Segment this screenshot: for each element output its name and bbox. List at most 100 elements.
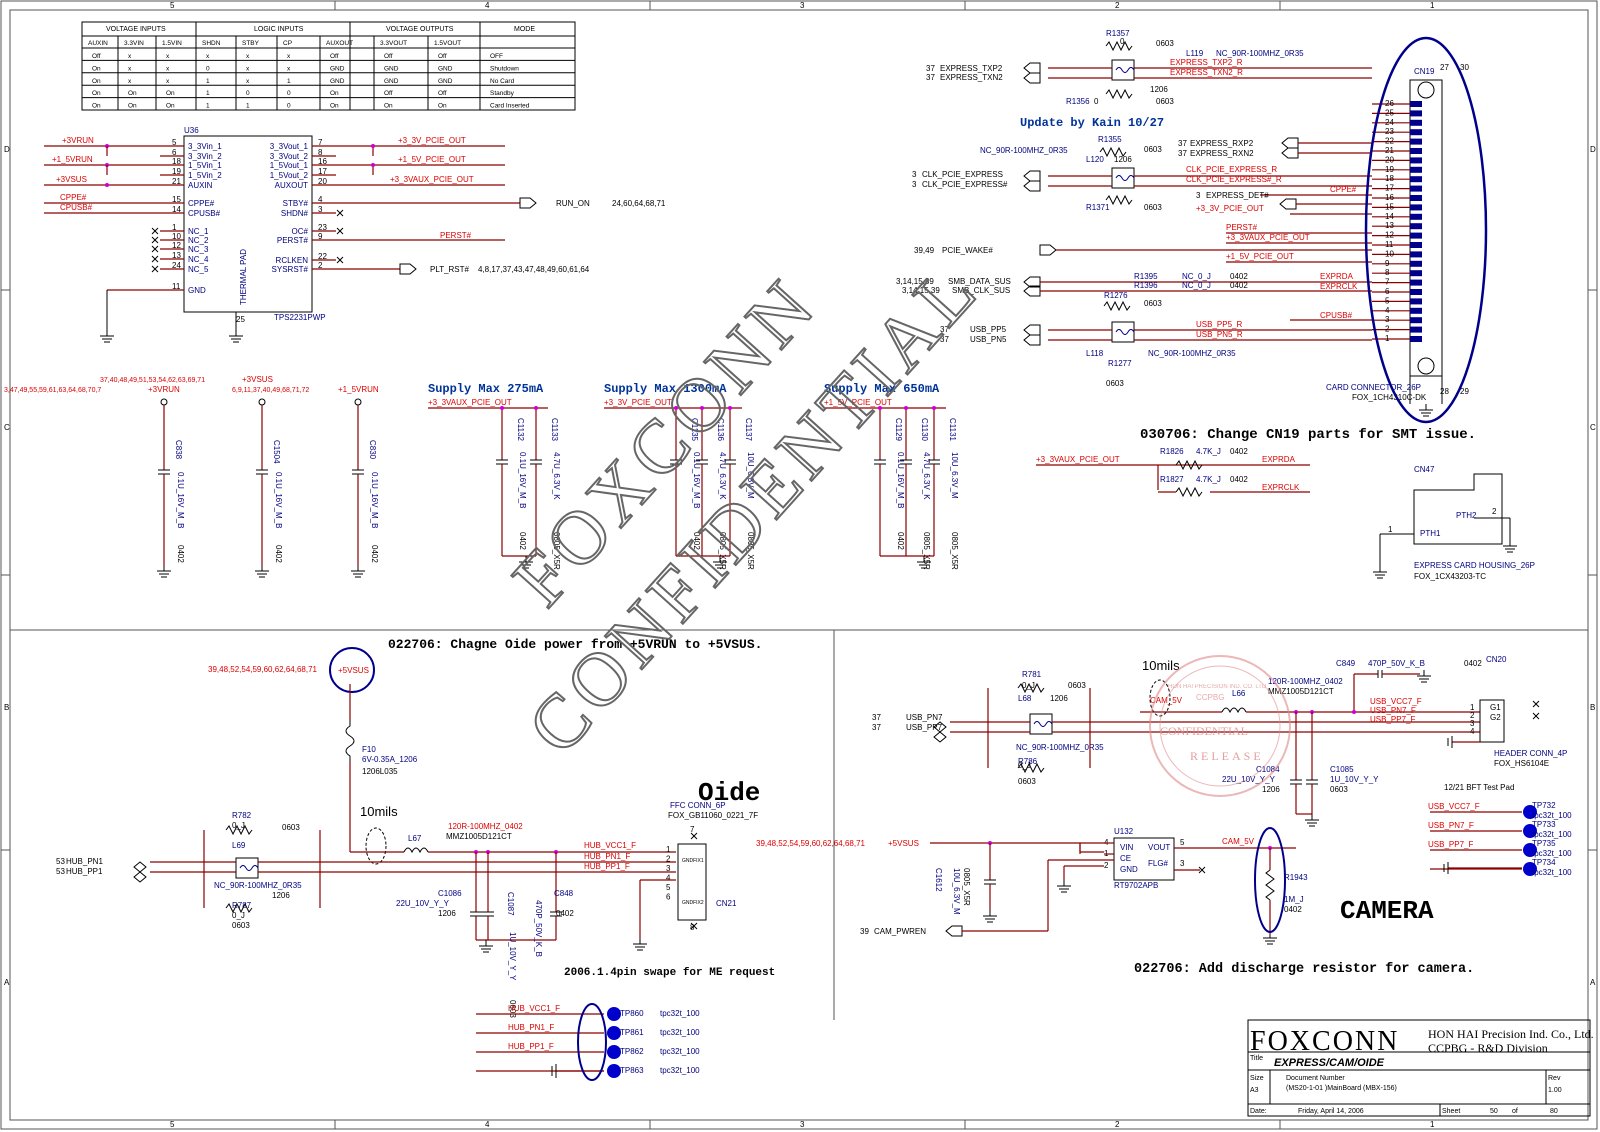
net-port [1023, 334, 1041, 346]
column-header: STBY [242, 40, 260, 47]
pin-number: 3 [1385, 315, 1390, 324]
date-label: Date: [1250, 1108, 1267, 1115]
net-label: EXPRDA [1262, 455, 1296, 464]
gndfix: GNDFIX1 [682, 858, 704, 864]
net-label: +3_3V_PCIE_OUT [1196, 204, 1264, 213]
r1395-ref: R1395 [1134, 272, 1158, 281]
group-header: VOLTAGE INPUTS [106, 26, 166, 33]
tp-ref: TP734 [1532, 858, 1556, 867]
pin-name: NC_1 [188, 227, 209, 236]
table-cell: 1 [287, 78, 291, 85]
row-label: A [1590, 978, 1596, 987]
r-package: 0402 [1230, 447, 1248, 456]
r-package: 0603 [232, 921, 250, 930]
table-cell: x [246, 65, 250, 72]
junction-dot [932, 406, 936, 410]
column-label: 5 [170, 1, 175, 10]
net-port [519, 197, 537, 209]
pth1: PTH1 [1420, 529, 1441, 538]
net-ref: 3 [912, 180, 917, 189]
highlight-ellipse [1364, 36, 1488, 424]
table-cell: On [92, 78, 101, 85]
stamp-text: RELEASE [1190, 749, 1264, 763]
cap-ref: C1132 [516, 418, 525, 442]
r-package: 0603 [1156, 39, 1174, 48]
pin-number: 6 [1385, 287, 1390, 296]
r1943-ref: R1943 [1284, 873, 1308, 882]
ffc-part: FFC CONN_6P [670, 801, 726, 810]
pin-number: 4 [1385, 306, 1390, 315]
cn19-pin [1410, 232, 1422, 239]
nc-mark [151, 265, 159, 273]
cap-value: 10U_6.3V_M [746, 452, 755, 499]
l68-package: 1206 [1050, 694, 1068, 703]
row-label: C [1590, 423, 1596, 432]
pin-number: 8 [690, 923, 695, 932]
r-value: 0 [1120, 37, 1125, 46]
supply-title: Supply Max 1300mA [604, 382, 727, 396]
c1087-ref: C1087 [506, 892, 515, 916]
cap-value: 4.7U_6.3V_K [922, 452, 931, 500]
nc-mark [690, 922, 698, 930]
net-label: CLK_PCIE_EXPRESS# [922, 180, 1008, 189]
net-label: USB_PP7 [906, 723, 943, 732]
l66-value: 120R-100MHZ_0402 [1268, 677, 1343, 686]
cap-ref: C830 [368, 440, 377, 460]
sheet-label: Sheet [1442, 1108, 1460, 1115]
l119-value: NC_90R-100MHZ_0R35 [1216, 49, 1304, 58]
pin-number: 2 [1385, 325, 1390, 334]
net-label: +5VSUS [888, 839, 919, 848]
column-label: 3 [800, 1, 805, 10]
c1087-package: 0603 [508, 1000, 517, 1018]
net-label: +3VRUN [62, 136, 94, 145]
net-label: +3_3VAUX_PCIE_OUT [390, 175, 474, 184]
net-port [399, 263, 417, 275]
power-port [160, 398, 168, 406]
r-package: 0603 [1144, 145, 1162, 154]
cn19-ref: CN19 [1414, 67, 1435, 76]
column-label: 5 [170, 1120, 175, 1129]
ref-list: 39,48,52,54,59,60,62,64,68,71 [208, 665, 318, 674]
net-ref: 37 [1178, 149, 1187, 158]
release-stamp [1149, 655, 1291, 797]
pin-number: 17 [1385, 184, 1394, 193]
net-port [945, 925, 963, 937]
net-label: HUB_VCC1_F [508, 1004, 560, 1013]
net-port [1023, 276, 1041, 288]
nc-mark [151, 236, 159, 244]
rev-value: 1.00 [1548, 1087, 1562, 1094]
pin-number: 5 [172, 138, 177, 147]
pin-number: 19 [1385, 165, 1394, 174]
r-package: 0603 [1068, 681, 1086, 690]
table-cell: Off [92, 53, 101, 60]
net-label: EXPRESS_RXP2 [1190, 139, 1254, 148]
c1084-package: 1206 [1262, 785, 1280, 794]
cn19-pin [1410, 251, 1422, 258]
pin-name: VOUT [1148, 843, 1170, 852]
pin-number: 7 [318, 138, 323, 147]
r1355-ref: R1355 [1098, 135, 1122, 144]
table-cell: GND [330, 78, 345, 85]
tp-value: tpc32t_100 [660, 1009, 700, 1018]
row-label: C [4, 423, 10, 432]
pin-number: 8 [1385, 268, 1390, 277]
column-header: CP [283, 40, 292, 47]
table-cell: On [384, 103, 393, 110]
net-label: HUB_PP1 [66, 867, 103, 876]
cn47-part: EXPRESS CARD HOUSING_26P [1414, 561, 1535, 570]
table-cell: On [330, 103, 339, 110]
resistor [1175, 486, 1203, 498]
nc-mark [151, 255, 159, 263]
tp-value: tpc32t_100 [660, 1047, 700, 1056]
ref-list: 37,40,48,49,51,53,54,62,63,69,71 [100, 377, 205, 384]
c1084-ref: C1084 [1256, 765, 1280, 774]
net-label: EXPRESS_RXN2 [1190, 149, 1254, 158]
pin-name: 1_5Vin_1 [188, 161, 222, 170]
cn19-part: CARD CONNECTOR_26P [1326, 383, 1421, 392]
cn19-pin [1410, 317, 1422, 324]
junction-dot [534, 406, 538, 410]
column-header: 3.3VOUT [380, 40, 407, 47]
table-cell: GND [438, 65, 453, 72]
bft-label: 12/21 BFT Test Pad [1444, 783, 1514, 792]
column-header: SHDN [202, 40, 221, 47]
